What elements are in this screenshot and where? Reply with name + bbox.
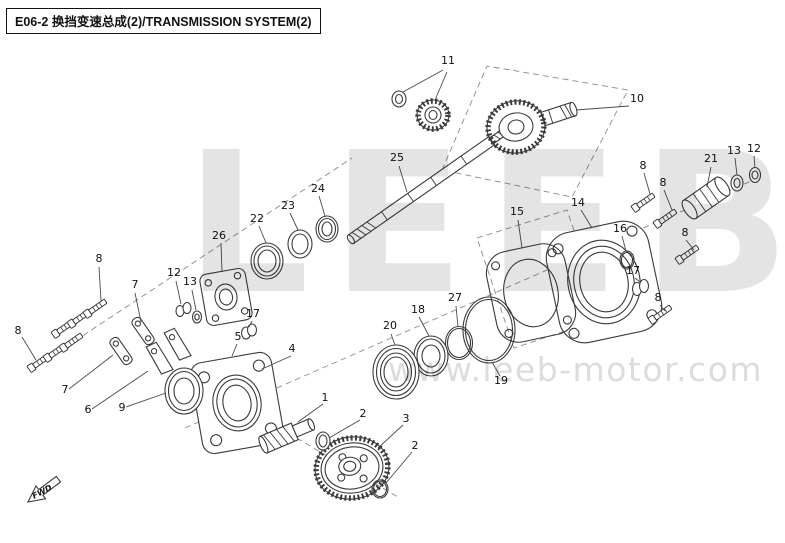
bolt-icon bbox=[630, 191, 657, 214]
part-label-18: 18 bbox=[411, 303, 425, 316]
part-oring-19 bbox=[462, 296, 516, 364]
part-bevel-gear-10 bbox=[485, 99, 578, 155]
part-label-10: 10 bbox=[630, 92, 644, 105]
part-label-25: 25 bbox=[390, 151, 404, 164]
part-output-shaft-1 bbox=[258, 418, 316, 454]
part-label-27: 27 bbox=[448, 291, 462, 304]
part-washer-2-upper bbox=[315, 431, 331, 451]
part-label-19: 19 bbox=[494, 374, 508, 387]
part-label-8: 8 bbox=[640, 159, 647, 172]
part-label-16: 16 bbox=[613, 222, 627, 235]
part-label-12: 12 bbox=[167, 266, 181, 279]
part-gasket-15 bbox=[485, 243, 577, 343]
part-brackets-6 bbox=[145, 327, 192, 375]
part-label-5: 5 bbox=[235, 330, 242, 343]
part-flange-26 bbox=[199, 267, 253, 327]
part-label-8: 8 bbox=[660, 176, 667, 189]
bolt-icon bbox=[82, 297, 109, 320]
part-label-1: 1 bbox=[322, 391, 329, 404]
part-label-20: 20 bbox=[383, 319, 397, 332]
part-label-24: 24 bbox=[311, 182, 325, 195]
part-washer-13-right bbox=[730, 174, 744, 192]
part-washer-13-left bbox=[191, 310, 203, 324]
part-label-11: 11 bbox=[441, 54, 455, 67]
part-label-22: 22 bbox=[250, 212, 264, 225]
part-label-13: 13 bbox=[183, 275, 197, 288]
part-nut-11 bbox=[391, 90, 407, 108]
part-bearing-18 bbox=[413, 335, 449, 377]
part-label-12: 12 bbox=[747, 142, 761, 155]
part-label-15: 15 bbox=[510, 205, 524, 218]
part-label-23: 23 bbox=[281, 199, 295, 212]
part-label-7: 7 bbox=[132, 278, 139, 291]
fwd-arrow: FWD bbox=[27, 475, 62, 503]
part-callouts: 11 10 25 8 21 13 12 8 24 23 22 26 15 14 … bbox=[15, 54, 762, 452]
part-spacer-17-right bbox=[631, 278, 650, 297]
part-label-2: 2 bbox=[412, 439, 419, 452]
part-label-8: 8 bbox=[15, 324, 22, 337]
diagram-title: E06-2 换挡变速总成(2)/TRANSMISSION SYSTEM(2) bbox=[6, 8, 321, 34]
part-spacer-17-left bbox=[240, 323, 258, 340]
part-label-8: 8 bbox=[655, 291, 662, 304]
part-ring-27 bbox=[444, 325, 474, 361]
part-spacer-12-left bbox=[175, 301, 192, 318]
part-bearing-plate-5 bbox=[189, 351, 285, 455]
part-label-14: 14 bbox=[571, 196, 585, 209]
leader-lines bbox=[21, 69, 756, 484]
part-label-13: 13 bbox=[727, 144, 741, 157]
part-label-8: 8 bbox=[96, 252, 103, 265]
part-bearing-22 bbox=[250, 242, 284, 280]
bolt-icon bbox=[652, 207, 679, 230]
part-label-6: 6 bbox=[85, 403, 92, 416]
part-shaft-25 bbox=[346, 124, 513, 245]
bolt-icon bbox=[674, 243, 701, 266]
part-label-26: 26 bbox=[212, 229, 226, 242]
part-label-4: 4 bbox=[289, 342, 296, 355]
part-bearing-9 bbox=[164, 367, 204, 415]
part-label-17: 17 bbox=[626, 264, 640, 277]
part-ring-23 bbox=[287, 229, 313, 259]
part-label-2: 2 bbox=[360, 407, 367, 420]
part-label-17: 17 bbox=[246, 307, 260, 320]
part-label-3: 3 bbox=[403, 412, 410, 425]
part-link-plates-7 bbox=[109, 316, 155, 366]
part-bolts-8-left bbox=[26, 297, 109, 374]
part-label-8: 8 bbox=[682, 226, 689, 239]
part-bearing-20 bbox=[372, 344, 420, 400]
part-nut-12-right bbox=[748, 166, 762, 184]
part-bevel-pinion-11 bbox=[415, 98, 451, 132]
bolt-icon bbox=[58, 331, 85, 354]
part-label-21: 21 bbox=[704, 152, 718, 165]
part-label-9: 9 bbox=[119, 401, 126, 414]
part-oring-16 bbox=[619, 250, 635, 270]
part-ring-2-lower bbox=[371, 479, 389, 499]
part-label-7: 7 bbox=[62, 383, 69, 396]
part-bearing-24 bbox=[315, 215, 339, 243]
part-coupler-21 bbox=[681, 176, 731, 220]
part-gear-3 bbox=[313, 435, 391, 501]
